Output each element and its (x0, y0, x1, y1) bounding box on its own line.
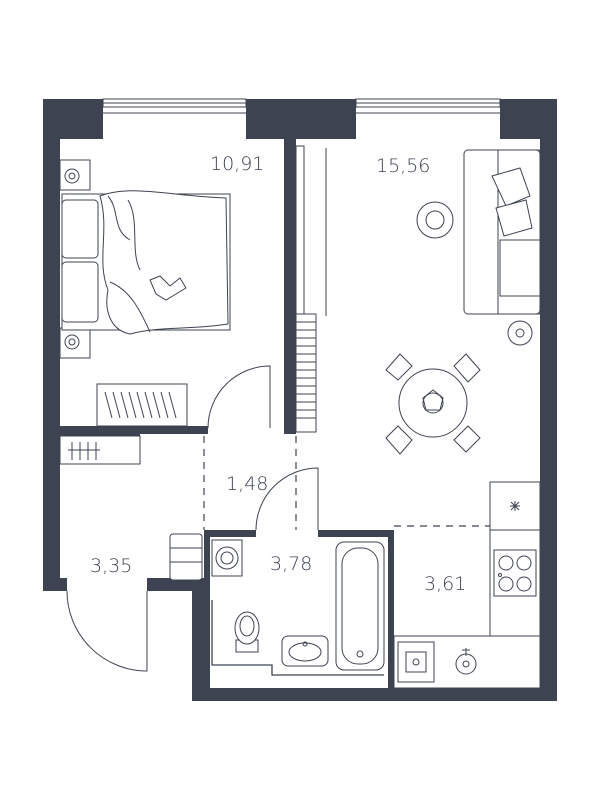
entrance-door (66, 590, 148, 672)
oven (397, 641, 435, 683)
bedroom-door (207, 365, 271, 429)
sofa (463, 149, 541, 315)
area-label-living: 15,56 (376, 155, 430, 177)
kitchen-sink (455, 648, 477, 675)
hall-cabinet (59, 435, 141, 465)
exterior-walls (43, 99, 557, 701)
living-room (295, 148, 541, 455)
wardrobe (96, 383, 188, 427)
area-label-hall: 3,35 (90, 555, 132, 577)
toilet (234, 611, 260, 653)
dining-table (385, 353, 481, 455)
area-labels: 10,91 15,56 1,48 3,35 3,78 3,61 (90, 153, 466, 595)
hall-bench (169, 533, 203, 581)
cooktop (493, 549, 537, 597)
washing-machine (211, 539, 243, 577)
bathroom (211, 539, 385, 671)
area-label-corridor: 1,48 (226, 473, 268, 495)
interior-walls (60, 130, 394, 688)
bedroom (59, 145, 305, 429)
windows (102, 98, 501, 114)
floor-lamp (507, 320, 533, 346)
bathroom-sink (281, 635, 329, 667)
double-bed (61, 190, 231, 335)
area-label-kitchen: 3,61 (424, 573, 466, 595)
kitchen (393, 481, 541, 689)
shelf-unit (295, 313, 317, 433)
bathtub (335, 541, 385, 671)
coffee-table (416, 201, 454, 239)
bathroom-door (255, 467, 319, 531)
hall (59, 435, 319, 672)
area-label-bathroom: 3,78 (270, 553, 312, 575)
area-label-bedroom: 10,91 (210, 153, 264, 175)
